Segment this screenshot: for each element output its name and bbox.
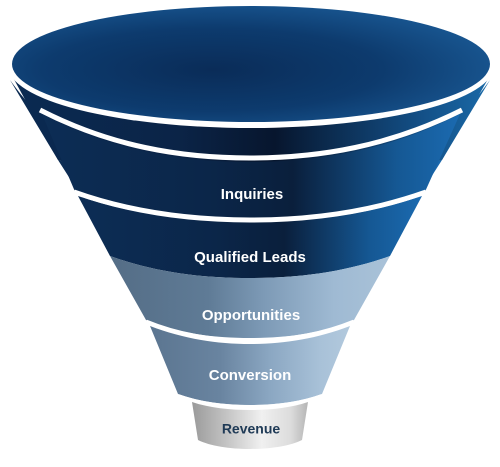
funnel-stage-1-body <box>42 114 460 218</box>
funnel-stage-qualified-leads <box>78 196 422 278</box>
funnel-separator-2 <box>73 189 427 223</box>
stage-label-conversion: Conversion <box>209 367 292 384</box>
stage-label-opportunities: Opportunities <box>202 307 300 324</box>
funnel-rim-opening <box>12 6 490 122</box>
funnel-stage-conversion <box>150 326 350 405</box>
stage-label-revenue: Revenue <box>222 421 281 437</box>
funnel-separator-3 <box>145 319 355 344</box>
funnel-separator-4 <box>177 394 323 410</box>
stage-label-qualified-leads: Qualified Leads <box>194 249 306 266</box>
stage-label-inquiries: Inquiries <box>221 186 284 203</box>
funnel-stage-opportunities <box>110 256 390 338</box>
funnel-stage-revenue <box>192 402 308 449</box>
funnel-separator-1 <box>38 107 464 161</box>
